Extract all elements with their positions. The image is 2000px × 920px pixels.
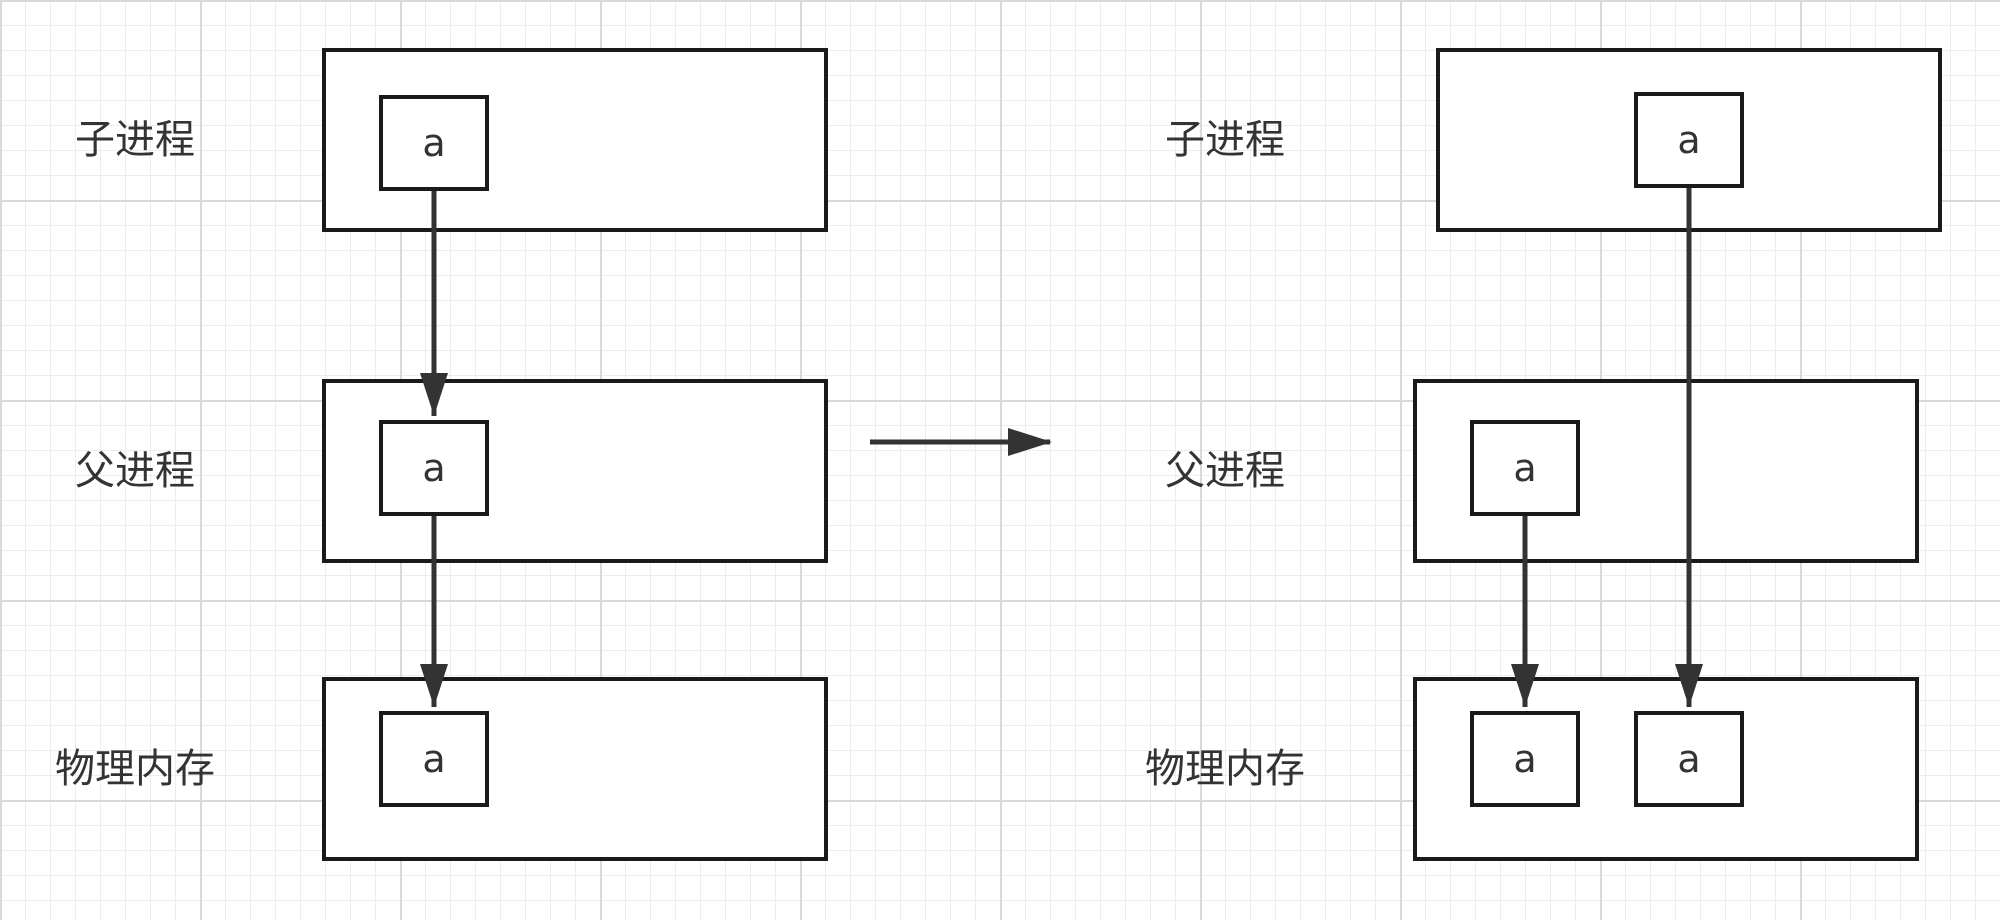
label-child-process-right: 子进程 — [1165, 117, 1285, 163]
memory-var-a-right-2: a — [1634, 711, 1744, 807]
label-child-process-left: 子进程 — [75, 117, 195, 163]
label-physical-memory-left: 物理内存 — [55, 746, 215, 792]
label-parent-process-left: 父进程 — [75, 448, 195, 494]
memory-var-a-left: a — [379, 711, 489, 807]
parent-var-a-right: a — [1470, 420, 1580, 516]
memory-var-a-right-1: a — [1470, 711, 1580, 807]
label-parent-process-right: 父进程 — [1165, 448, 1285, 494]
label-physical-memory-right: 物理内存 — [1145, 746, 1305, 792]
child-var-a-left: a — [379, 95, 489, 191]
child-var-a-right: a — [1634, 92, 1744, 188]
parent-var-a-left: a — [379, 420, 489, 516]
